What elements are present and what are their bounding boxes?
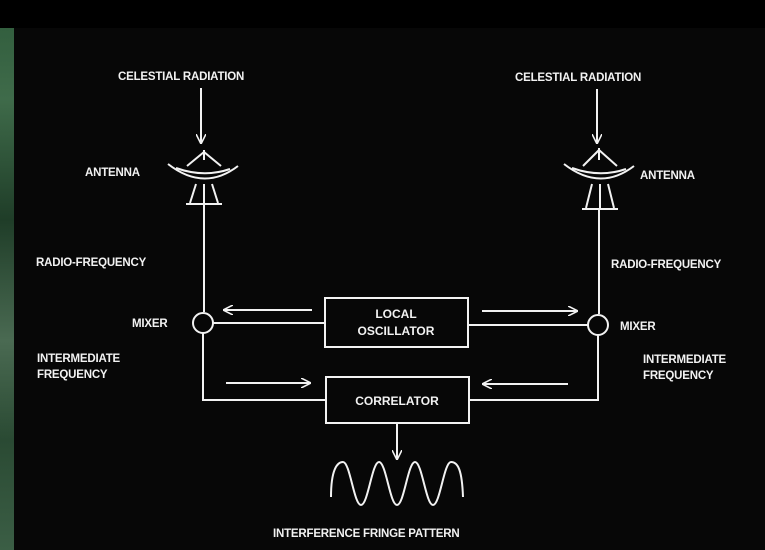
right-celestial-radiation-label: CELESTIAL RADIATION bbox=[515, 72, 641, 84]
correlator-label: CORRELATOR bbox=[355, 394, 439, 408]
fringe-pattern-wave bbox=[330, 460, 464, 507]
right-if-line bbox=[469, 335, 599, 401]
left-mixer-circle bbox=[192, 312, 214, 334]
left-if-label-line1: INTERMEDIATE bbox=[37, 353, 121, 365]
diagram-panel bbox=[14, 28, 765, 550]
right-if-label-line1: INTERMEDIATE bbox=[643, 354, 727, 366]
local-oscillator-box bbox=[324, 297, 469, 348]
local-oscillator-label-line2: OSCILLATOR bbox=[358, 324, 435, 338]
left-antenna-icon bbox=[167, 150, 239, 205]
right-mixer-circle bbox=[587, 314, 609, 336]
background-photo-strip bbox=[0, 0, 14, 550]
left-radio-frequency-label: RADIO-FREQUENCY bbox=[36, 257, 147, 269]
right-antenna-icon bbox=[563, 148, 635, 210]
local-oscillator-label-line1: LOCAL bbox=[375, 307, 416, 321]
interference-fringe-pattern-label: INTERFERENCE FRINGE PATTERN bbox=[273, 528, 459, 540]
left-if-label-line2: FREQUENCY bbox=[37, 369, 108, 381]
left-mixer-label: MIXER bbox=[132, 318, 168, 330]
left-if-line bbox=[202, 333, 326, 401]
right-mixer-label: MIXER bbox=[620, 321, 656, 333]
right-if-label-line2: FREQUENCY bbox=[643, 370, 714, 382]
left-antenna-label: ANTENNA bbox=[85, 167, 140, 179]
right-antenna-label: ANTENNA bbox=[640, 170, 695, 182]
left-celestial-radiation-label: CELESTIAL RADIATION bbox=[118, 71, 244, 83]
top-band bbox=[0, 0, 765, 28]
right-radio-frequency-label: RADIO-FREQUENCY bbox=[611, 259, 722, 271]
